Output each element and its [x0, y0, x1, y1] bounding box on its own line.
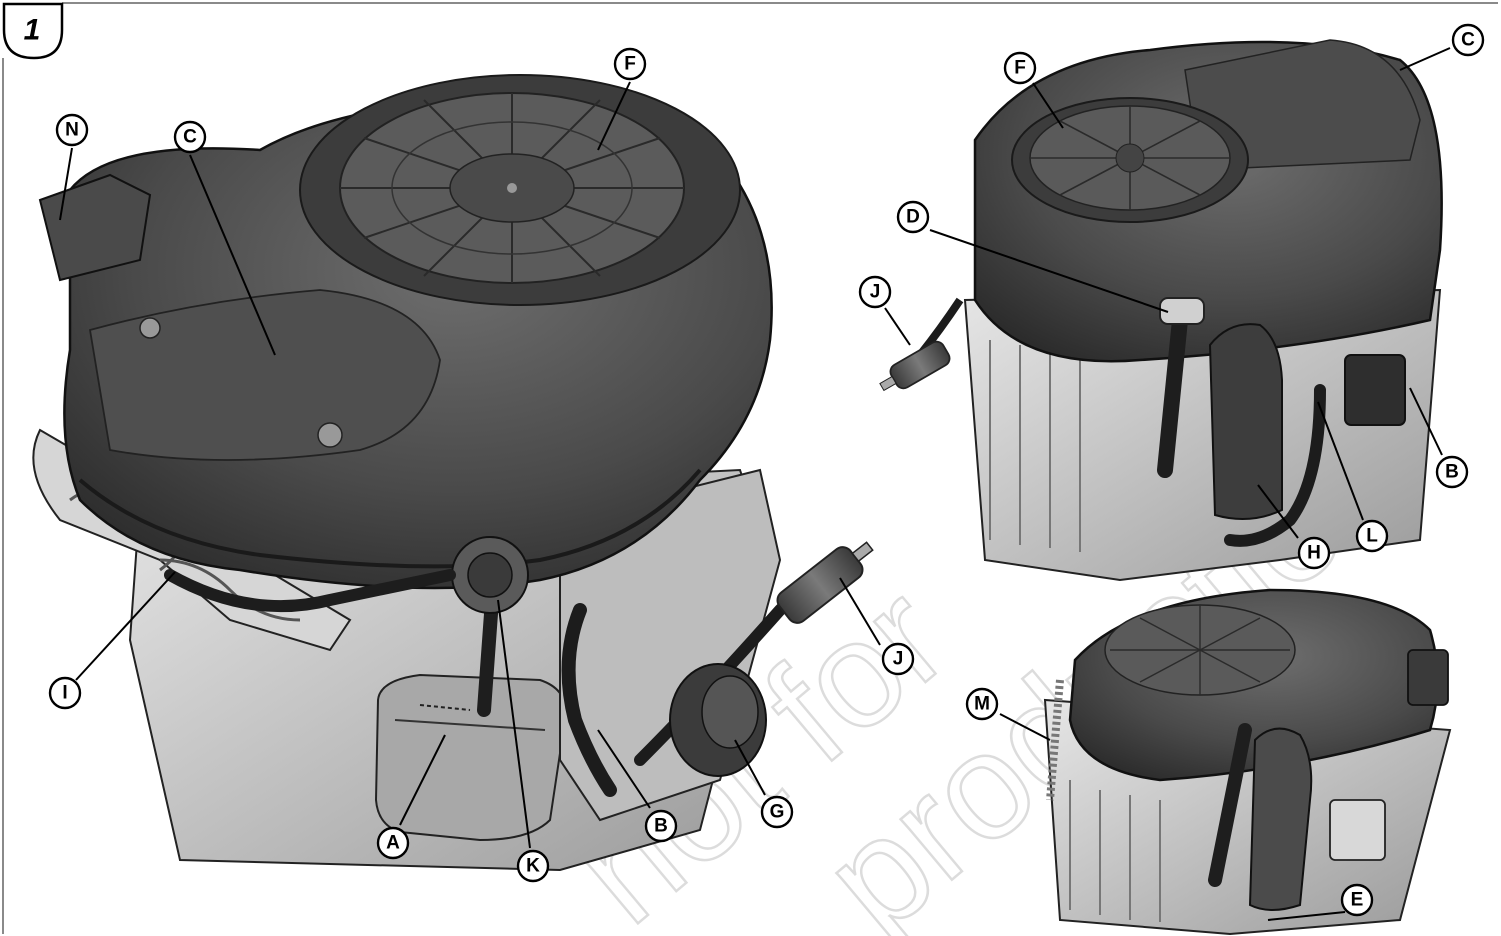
callout-J-main: J	[881, 642, 915, 676]
callout-L-top: L	[1355, 519, 1389, 553]
bottom-right-engine-illustration	[1043, 588, 1452, 936]
callout-label: H	[1307, 543, 1321, 564]
callout-label: F	[1014, 58, 1026, 79]
callout-label: E	[1351, 890, 1364, 911]
callout-label: K	[526, 856, 540, 877]
callout-label: B	[654, 816, 668, 837]
callout-A-main: A	[376, 826, 410, 860]
callout-J-top: J	[858, 275, 892, 309]
callout-label: I	[62, 683, 67, 704]
callout-label: D	[906, 207, 920, 228]
callout-B-top: B	[1435, 455, 1469, 489]
callout-N-main: N	[55, 113, 89, 147]
callout-label: J	[870, 282, 881, 303]
callout-D-top: D	[896, 200, 930, 234]
callout-label: L	[1366, 526, 1378, 547]
callout-label: A	[386, 833, 400, 854]
callout-F-top: F	[1003, 51, 1037, 85]
callout-H-top: H	[1297, 536, 1331, 570]
callout-label: J	[893, 649, 904, 670]
callout-E-bottom: E	[1340, 883, 1374, 917]
callout-B-main: B	[644, 809, 678, 843]
callout-K-main: K	[516, 849, 550, 883]
callout-F-main: F	[613, 47, 647, 81]
figure-number-badge: 1	[2, 2, 64, 60]
leader-lines	[59, 47, 1451, 921]
callout-G-main: G	[760, 795, 794, 829]
callout-label: C	[183, 127, 197, 148]
figure-number: 1	[24, 14, 41, 47]
callout-C-top: C	[1451, 23, 1485, 57]
callout-label: B	[1445, 462, 1459, 483]
callout-label: F	[624, 54, 636, 75]
callout-I-main: I	[48, 676, 82, 710]
top-right-engine-illustration	[879, 39, 1443, 582]
callout-label: N	[65, 120, 79, 141]
callout-M-bottom: M	[965, 687, 999, 721]
callout-label: M	[974, 694, 990, 715]
main-engine-illustration	[32, 74, 874, 872]
callout-label: C	[1461, 30, 1475, 51]
callout-C-main: C	[173, 120, 207, 154]
callout-label: G	[770, 802, 785, 823]
